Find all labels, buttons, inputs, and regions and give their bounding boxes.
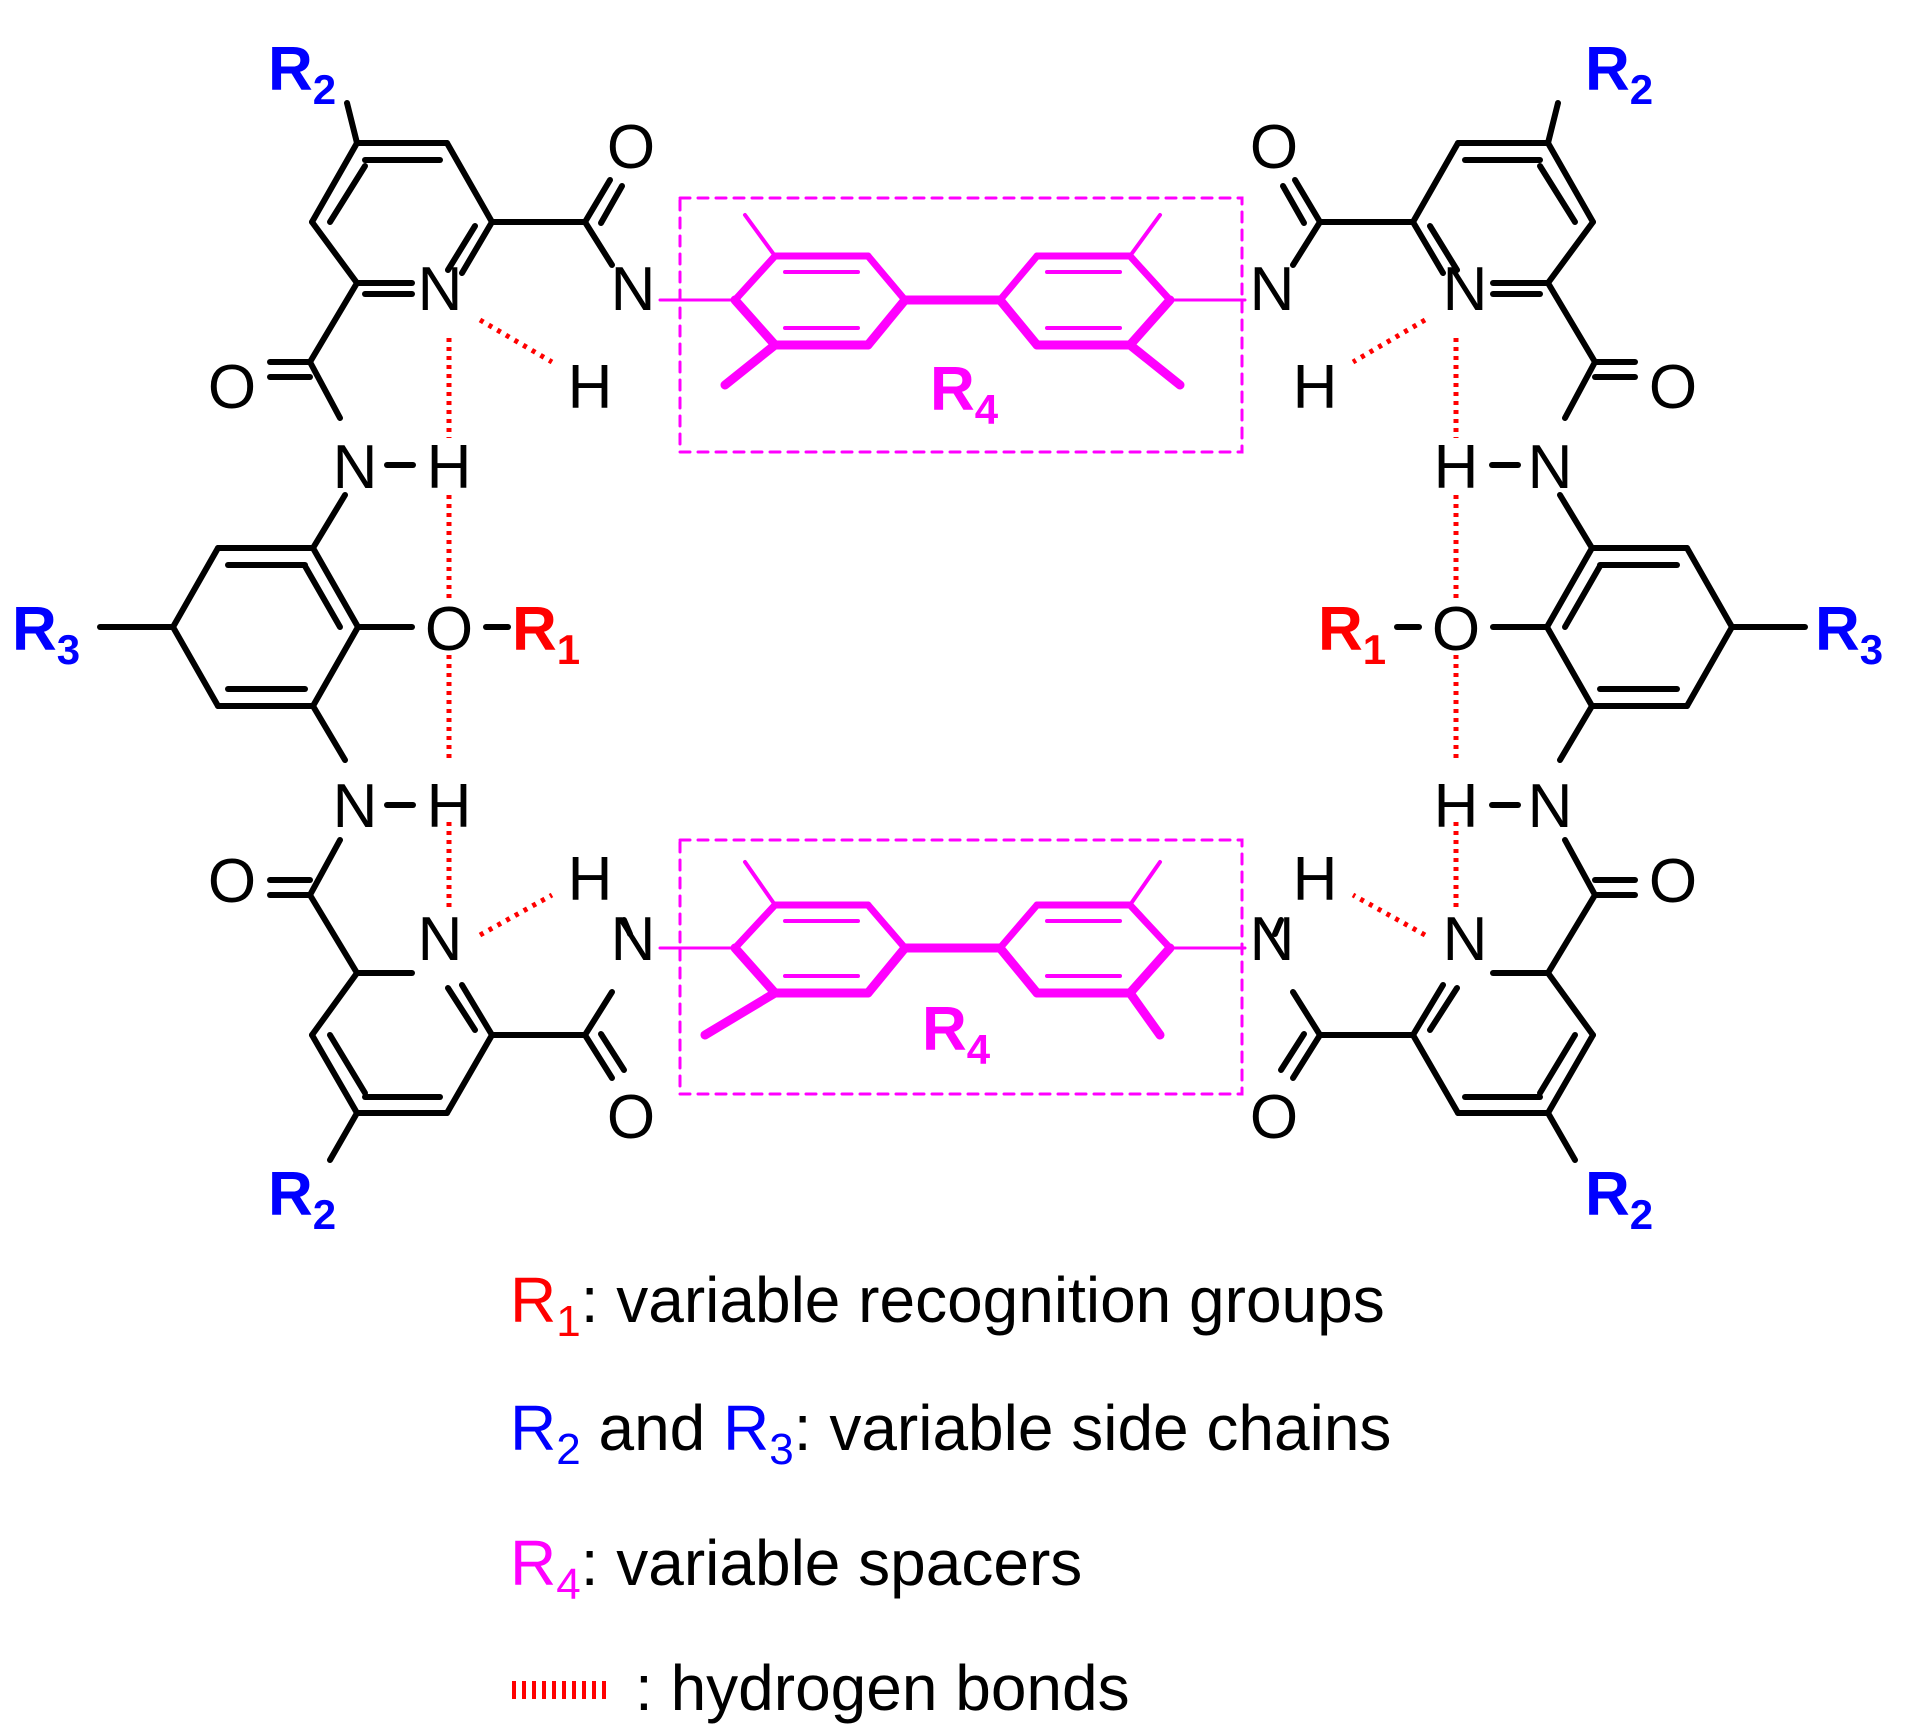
atom-o: O (208, 353, 256, 422)
atom-n: N (333, 433, 378, 502)
atom-n: N (1250, 255, 1295, 324)
r2-label-bottom-right: R2 (1585, 1160, 1653, 1238)
atom-n: N (1528, 433, 1573, 502)
legend: R1: variable recognition groups R2 and R… (510, 1264, 1391, 1724)
legend-r2-r3: R2 and R3: variable side chains (510, 1392, 1391, 1474)
atom-o: O (425, 595, 473, 664)
atom-h: H (568, 845, 613, 914)
hbond-hatches (478, 317, 1427, 938)
r4-spacer-top (658, 196, 1247, 454)
legend-r1: R1: variable recognition groups (510, 1264, 1385, 1346)
atom-n: N (1443, 905, 1488, 974)
atom-h: H (1293, 845, 1338, 914)
atom-n: N (1250, 905, 1295, 974)
legend-hbond: : hydrogen bonds (635, 1652, 1130, 1724)
atom-o: O (607, 1083, 655, 1152)
atom-n: N (611, 905, 656, 974)
atom-n: N (418, 255, 463, 324)
r3-label-left: R3 (12, 595, 80, 673)
r4-label-top: R4 (930, 355, 999, 433)
atom-h: H (1434, 772, 1479, 841)
atom-o: O (1250, 1083, 1298, 1152)
legend-r4: R4: variable spacers (510, 1527, 1082, 1609)
atom-labels: O O O O O O O O O O N N N N N N N N N N … (208, 113, 1697, 1152)
atom-h: H (427, 433, 472, 502)
r-group-labels: R2 R2 R2 R2 R3 R3 R1 R1 R4 R4 (12, 35, 1883, 1238)
r1-label-left: R1 (512, 595, 580, 673)
atom-n: N (611, 255, 656, 324)
atom-o: O (1250, 113, 1298, 182)
atom-o: O (1432, 595, 1480, 664)
atom-o: O (607, 113, 655, 182)
atom-h: H (427, 772, 472, 841)
atom-h: H (568, 353, 613, 422)
atom-n: N (418, 905, 463, 974)
r4-spacer-bottom (658, 838, 1247, 1096)
atom-n: N (1528, 772, 1573, 841)
r2-label-bottom-left: R2 (268, 1160, 336, 1238)
r4-label-bottom: R4 (922, 995, 991, 1073)
r2-label-top-right: R2 (1585, 35, 1653, 113)
r3-label-right: R3 (1815, 595, 1883, 673)
atom-n: N (333, 772, 378, 841)
atom-h: H (1434, 433, 1479, 502)
r2-label-top-left: R2 (268, 35, 336, 113)
atom-o: O (1649, 353, 1697, 422)
atom-o: O (1649, 847, 1697, 916)
atom-o: O (208, 847, 256, 916)
atom-h: H (1293, 353, 1338, 422)
atom-n: N (1443, 255, 1488, 324)
r1-label-right: R1 (1318, 595, 1386, 673)
